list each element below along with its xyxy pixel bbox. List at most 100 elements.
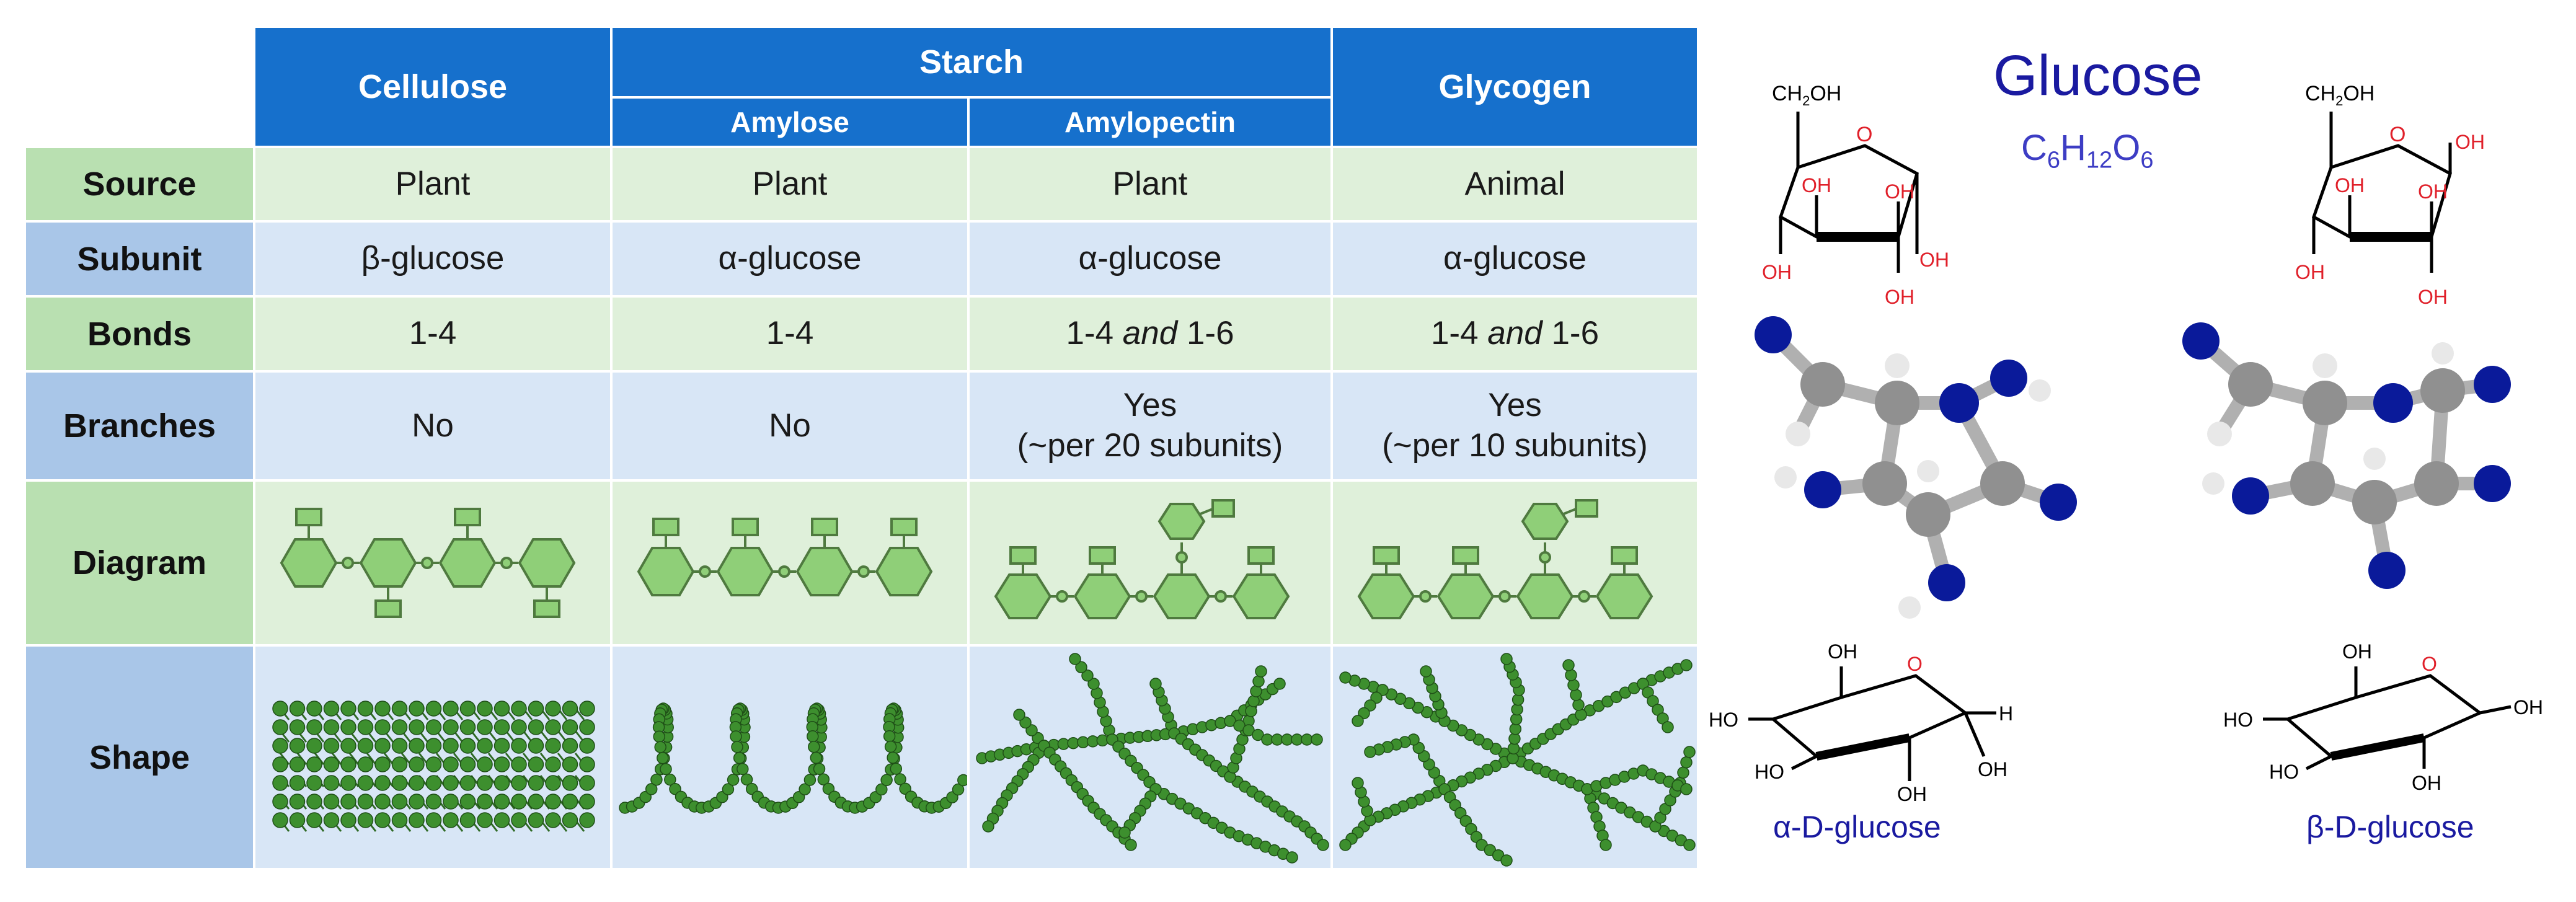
alpha-glucose-chair: OH O HO HO OH H OH	[1709, 640, 2013, 805]
beta-haworth-oh-1: OH	[2455, 131, 2485, 153]
polysaccharide-table: Cellulose Starch Glycogen Amylose Amylop…	[26, 28, 1697, 868]
subunit-amylose: α-glucose	[613, 223, 967, 295]
beta-haworth-oh-2: OH	[2418, 180, 2448, 203]
alpha-haworth-ch-2: 2	[1802, 93, 1810, 108]
source-amylopectin: Plant	[970, 148, 1330, 220]
bonds-glycogen: 1-4 and 1-6	[1333, 298, 1697, 370]
shape-cellulose	[255, 647, 610, 868]
formula-o-count: 6	[2140, 147, 2154, 174]
alpha-haworth-oh-2: OH	[1885, 180, 1914, 203]
header-cellulose: Cellulose	[255, 28, 610, 146]
beta-haworth-oh-4: OH	[2295, 261, 2325, 283]
beta-chair-oh-1: OH	[2513, 696, 2543, 719]
branches-amylose: No	[613, 373, 967, 479]
diagram-cellulose	[255, 482, 610, 644]
row-label-shape: Shape	[26, 647, 253, 868]
alpha-haworth-ch-oh: OH	[1810, 82, 1841, 105]
header-amylopectin: Amylopectin	[970, 99, 1330, 146]
alpha-chair-ho-3: HO	[1755, 761, 1784, 783]
beta-haworth-oh-5: OH	[2418, 286, 2448, 308]
branches-cellulose: No	[255, 373, 610, 479]
alpha-haworth-ring-o: O	[1856, 123, 1872, 146]
alpha-chair-oh-6: OH	[1828, 640, 1857, 663]
cellulose-fibre-shape	[272, 701, 595, 832]
source-glycogen: Animal	[1333, 148, 1697, 220]
beta-chair-ho-3: HO	[2269, 761, 2299, 783]
beta-haworth-ch-2: 2	[2335, 93, 2343, 108]
row-label-diagram: Diagram	[26, 482, 253, 644]
header-amylose: Amylose	[613, 99, 967, 146]
branches-glycogen-freq: (~per 10 subunits)	[1382, 427, 1648, 464]
beta-glucose-haworth: CH2OH O OH OH OH OH OH	[2295, 82, 2485, 308]
bonds-glycogen-and: and	[1487, 315, 1543, 352]
bonds-amylopectin-and: and	[1122, 315, 1178, 352]
formula-c-count: 6	[2047, 147, 2061, 174]
formula-h-count: 12	[2086, 147, 2113, 174]
cellulose-ring-diagram	[280, 508, 576, 618]
amylose-helix-shape	[619, 702, 967, 814]
beta-chair-oh-6: OH	[2342, 640, 2372, 663]
beta-chair-oh-2: OH	[2412, 772, 2441, 794]
bonds-glycogen-b: 1-6	[1542, 315, 1600, 352]
beta-glucose-chair: OH O HO HO OH OH	[2223, 640, 2543, 794]
formula-h: H	[2060, 128, 2086, 168]
beta-haworth-ch-oh: OH	[2343, 82, 2375, 105]
diagram-glycogen	[1333, 482, 1697, 644]
shape-glycogen	[1333, 647, 1697, 868]
alpha-chair-ho-4: HO	[1709, 709, 1738, 731]
source-amylose: Plant	[613, 148, 967, 220]
row-label-bonds: Bonds	[26, 298, 253, 370]
bonds-cellulose: 1-4	[255, 298, 610, 370]
glycogen-branched-shape	[1339, 653, 1696, 867]
shape-amylose	[613, 647, 967, 868]
alpha-haworth-ch: CH	[1772, 82, 1802, 105]
amylopectin-ring-diagram	[994, 499, 1290, 619]
svg-text:CH2OH: CH2OH	[1772, 82, 1841, 108]
alpha-chair-h: H	[1999, 702, 2013, 725]
branches-glycogen: Yes (~per 10 subunits)	[1333, 373, 1697, 479]
branches-amylopectin: Yes (~per 20 subunits)	[970, 373, 1330, 479]
formula-o: O	[2112, 128, 2141, 168]
beta-glucose-ball-and-stick	[2182, 322, 2511, 589]
svg-text:CH2OH: CH2OH	[2305, 82, 2375, 108]
alpha-chair-ring-o: O	[1907, 653, 1923, 675]
alpha-haworth-oh-4: OH	[1762, 261, 1792, 283]
branches-amylopectin-yes: Yes	[1123, 387, 1177, 424]
beta-chair-ring-o: O	[2422, 653, 2437, 675]
amylopectin-branched-shape	[976, 653, 1329, 864]
header-starch: Starch	[613, 28, 1330, 96]
beta-chair-ho-4: HO	[2223, 709, 2253, 731]
amylose-ring-diagram	[637, 518, 933, 596]
glucose-formula: C6H12O6	[2021, 127, 2153, 174]
alpha-haworth-oh-3: OH	[1802, 174, 1831, 197]
alpha-d-glucose-label: α-D-glucose	[1773, 810, 1941, 844]
alpha-haworth-oh-5: OH	[1885, 286, 1914, 308]
alpha-glucose-ball-and-stick	[1755, 316, 2077, 619]
subunit-glycogen: α-glucose	[1333, 223, 1697, 295]
beta-d-glucose-label: β-D-glucose	[2306, 810, 2474, 844]
alpha-chair-oh-2: OH	[1897, 783, 1927, 805]
bonds-amylose: 1-4	[613, 298, 967, 370]
subunit-amylopectin: α-glucose	[970, 223, 1330, 295]
glucose-title: Glucose	[1993, 44, 2203, 107]
formula-c: C	[2021, 128, 2047, 168]
beta-haworth-ring-o: O	[2389, 123, 2406, 146]
glycogen-ring-diagram	[1357, 499, 1653, 619]
beta-haworth-ch: CH	[2305, 82, 2335, 105]
diagram-amylopectin	[970, 482, 1330, 644]
row-label-source: Source	[26, 148, 253, 220]
alpha-glucose-haworth: CH2OH O OH OH OH OH OH	[1762, 82, 1949, 308]
branches-glycogen-yes: Yes	[1488, 387, 1542, 424]
alpha-haworth-oh-1: OH	[1919, 249, 1949, 271]
glucose-structures-panel: Glucose C6H12O6 CH2OH O OH OH OH OH OH	[1699, 0, 2576, 902]
bonds-glycogen-a: 1-4	[1430, 315, 1488, 352]
alpha-chair-oh-1: OH	[1978, 758, 2007, 780]
source-cellulose: Plant	[255, 148, 610, 220]
diagram-amylose	[613, 482, 967, 644]
row-label-subunit: Subunit	[26, 223, 253, 295]
branches-amylopectin-freq: (~per 20 subunits)	[1017, 427, 1283, 464]
bonds-amylopectin-b: 1-6	[1177, 315, 1234, 352]
bonds-amylopectin-a: 1-4	[1066, 315, 1123, 352]
beta-haworth-oh-3: OH	[2335, 174, 2365, 197]
subunit-cellulose: β-glucose	[255, 223, 610, 295]
